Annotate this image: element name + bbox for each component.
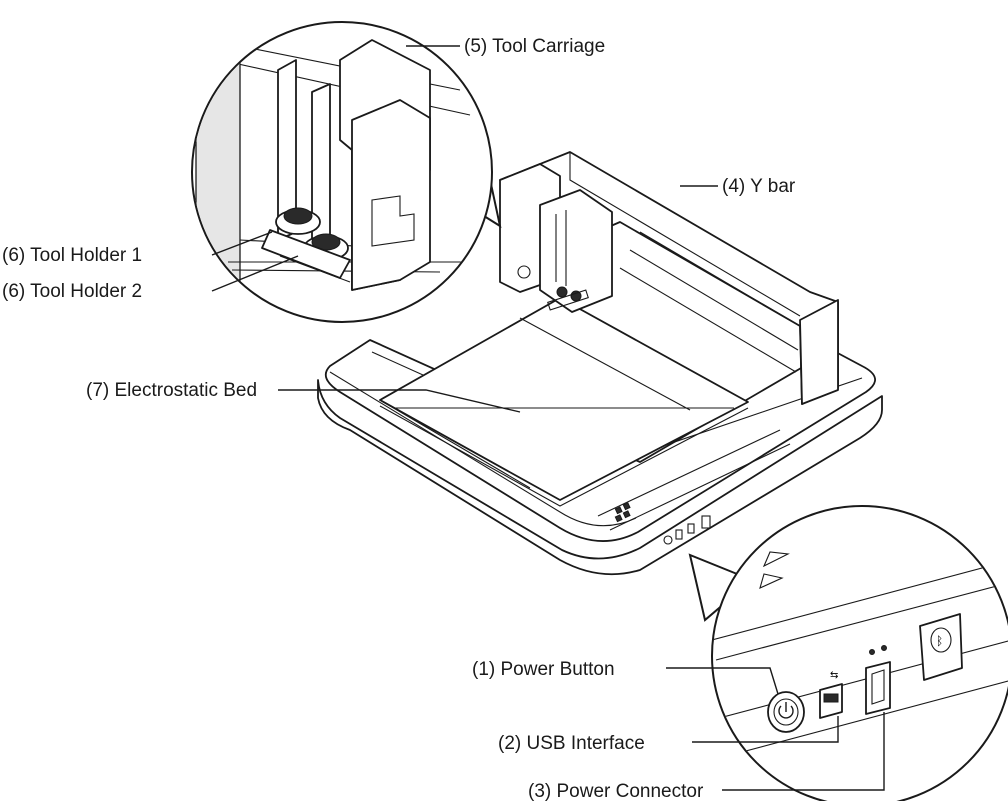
leader-power-connector — [722, 712, 885, 791]
labels: (5) Tool Carriage (4) Y bar (6) Tool Hol… — [2, 36, 796, 801]
label-electrostatic-bed: (7) Electrostatic Bed — [86, 380, 257, 401]
bluetooth-cover: ᛒ — [919, 613, 963, 681]
svg-text:ᛒ: ᛒ — [936, 634, 943, 648]
svg-text:⇆: ⇆ — [830, 670, 838, 681]
label-power-button: (1) Power Button — [472, 659, 615, 680]
ports-callout: ⇆ ᛒ — [688, 505, 1008, 801]
label-usb-interface: (2) USB Interface — [498, 733, 645, 754]
power-connector — [865, 645, 891, 715]
leader-electrostatic-bed — [278, 389, 521, 413]
leader-lines — [211, 45, 885, 791]
tool-carriage-callout — [191, 21, 502, 323]
label-power-connector: (3) Power Connector — [528, 781, 704, 801]
cutter-machine — [317, 151, 883, 576]
leader-usb-interface — [692, 716, 839, 743]
label-tool-holder-2: (6) Tool Holder 2 — [2, 281, 142, 302]
leader-tool-holder-1 — [211, 231, 273, 256]
leader-power-button — [666, 667, 779, 695]
tool-carriage-main — [499, 163, 613, 313]
label-tool-holder-1: (6) Tool Holder 1 — [2, 245, 142, 266]
electrostatic-bed — [379, 297, 749, 507]
label-tool-carriage: (5) Tool Carriage — [464, 36, 605, 57]
label-y-bar: (4) Y bar — [722, 176, 796, 197]
power-button — [767, 691, 805, 733]
usb-port: ⇆ — [819, 670, 843, 719]
leader-tool-holder-2 — [211, 255, 299, 292]
